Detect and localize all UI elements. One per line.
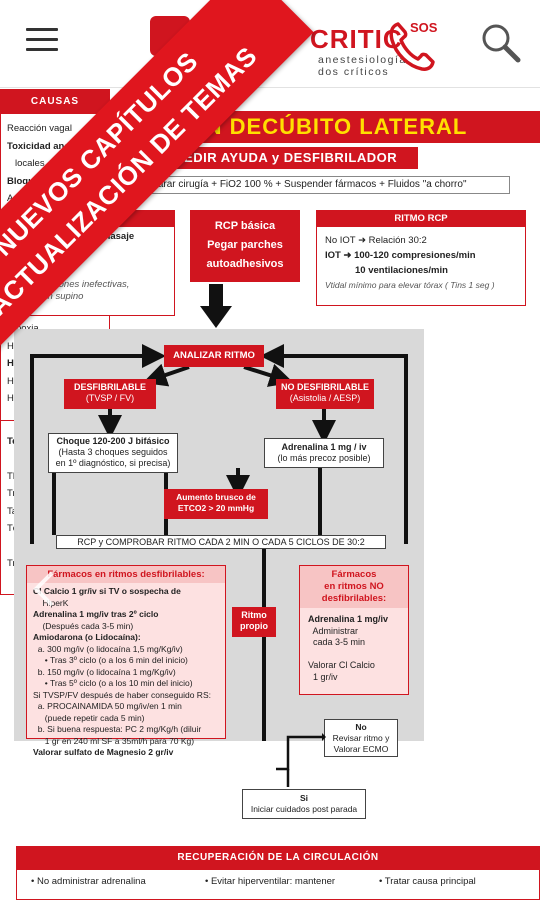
own-rhythm-label: Ritmo: [241, 610, 267, 620]
adrenaline-sublabel: (lo más precoz posible): [277, 453, 371, 463]
etco2-label: Aumento brusco de: [176, 492, 256, 502]
no-sublabel: Valorar ECMO: [333, 744, 389, 754]
list-item: Si TVSP/FV después de haber conseguido R…: [33, 689, 211, 700]
yes-sublabel: Iniciar cuidados post parada: [250, 804, 358, 814]
cpr-rhythm-heading: RITMO RCP: [317, 211, 525, 227]
non-shockable-label: NO DESFIBRILABLE: [280, 382, 369, 392]
shockable-label: DESFIBRILABLE: [74, 382, 146, 392]
cpr-line: Pegar parches: [207, 239, 283, 251]
app-logo: CRITIC anestesiología dos críticos: [150, 10, 405, 78]
rhythm-line: 10 ventilaciones/min: [355, 265, 448, 276]
recovery-item: • No administrar adrenalina: [31, 876, 146, 887]
flowchart-connectors: [30, 344, 408, 741]
list-item: [308, 649, 400, 661]
list-item: Adrenalina 1 mg/iv tras 2º ciclo: [33, 609, 159, 619]
analyze-rhythm-node: ANALIZAR RITMO: [164, 345, 264, 367]
shock-sublabel: (Hasta 3 choques seguidos: [58, 447, 168, 457]
list-item: b. 150 mg/iv (o lidocaína 1 mg/Kg/iv): [33, 666, 176, 677]
ask-help-banner: PEDIR AYUDA y DESFIBRILADOR: [154, 147, 418, 169]
down-arrow-icon: [200, 284, 232, 328]
nsd-heading-line: desfibrilables:: [321, 593, 387, 604]
cpr-line: RCP básica: [214, 220, 276, 232]
search-icon[interactable]: [478, 20, 522, 64]
list-item: Valorar Cl Calcio: [308, 660, 375, 670]
list-item: • Tras 3º ciclo (o a los 6 min del inici…: [33, 655, 188, 665]
shock-node: Choque 120-200 J bifásico (Hasta 3 choqu…: [48, 433, 178, 473]
hamburger-menu-icon[interactable]: [26, 28, 58, 54]
logo-subtitle: anestesiología dos críticos: [318, 54, 407, 78]
quality-note: Si compresiones inefectivas,: [9, 279, 130, 290]
adrenaline-label: Adrenalina 1 mg / iv: [281, 442, 367, 452]
list-item: Amiodarona (o Lidocaína):: [33, 632, 141, 642]
no-label: No: [355, 722, 367, 732]
logo-subtitle-line-2: dos críticos: [318, 66, 390, 78]
check-rhythm-node: RCP y COMPROBAR RITMO CADA 2 MIN O CADA …: [56, 535, 386, 549]
list-item: Toxicidad anestésico: [7, 140, 103, 152]
shockable-sublabel: (TVSP / FV): [85, 393, 135, 403]
non-shockable-drugs-box: Fármacos en ritmos NO desfibrilables: Ad…: [299, 565, 409, 695]
cpr-rhythm-box: RITMO RCP No IOT ➜ Relación 30:2 IOT ➜ 1…: [316, 210, 526, 306]
recovery-box: • No administrar adrenalina • Evitar hip…: [16, 870, 540, 900]
list-item: Valorar sulfato de Magnesio 2 gr/iv: [33, 747, 174, 757]
recovery-heading: RECUPERACIÓN DE LA CIRCULACIÓN: [16, 846, 540, 870]
non-shockable-drugs-list: Adrenalina 1 mg/iv Administrar cada 3-5 …: [300, 608, 408, 689]
no-sublabel: Revisar ritmo y: [332, 733, 390, 743]
list-item: a. PROCAINAMIDA 50 mg/iv/en 1 min: [33, 701, 182, 711]
non-shockable-drugs-heading: Fármacos en ritmos NO desfibrilables:: [300, 566, 408, 608]
recovery-item: • Evitar hiperventilar: mantener: [205, 876, 336, 887]
yes-branch-node: Si Iniciar cuidados post parada: [242, 789, 366, 819]
nsd-heading-line: Fármacos: [331, 569, 377, 580]
list-item: Reacción vagal: [7, 123, 72, 134]
yes-label: Si: [299, 793, 309, 803]
list-item: a. 300 mg/iv (o lidocaína 1,5 mg/Kg/iv): [33, 643, 183, 654]
adrenaline-node: Adrenalina 1 mg / iv (lo más precoz posi…: [264, 438, 384, 468]
algorithm-flowchart: ANALIZAR RITMO DESFIBRILABLE (TVSP / FV)…: [14, 329, 424, 757]
list-item: cada 3-5 min: [308, 637, 366, 647]
no-branch-node: No Revisar ritmo y Valorar ECMO: [324, 719, 398, 757]
cpr-line: autoadhesivos: [206, 258, 284, 270]
non-shockable-node: NO DESFIBRILABLE (Asistolia / AESP): [276, 379, 374, 409]
causes-heading: CAUSAS: [1, 90, 109, 114]
list-item: Adrenalina 1 mg/iv: [308, 614, 389, 624]
list-item: b. Si buena respuesta: PC 2 mg/Kg/h (dil…: [33, 724, 202, 734]
list-item: (puede repetir cada 5 min): [33, 712, 145, 723]
logo-subtitle-line-1: anestesiología: [318, 54, 407, 66]
list-item: (Después cada 3-5 min): [33, 620, 134, 631]
list-item: Cl Calcio 1 gr/iv si TV o sospecha de: [33, 586, 181, 596]
shock-sublabel: en 1º diagnóstico, si precisa): [55, 458, 171, 468]
list-item: • Tras 5º ciclo (o a los 10 min del inic…: [33, 678, 193, 688]
rhythm-line: No IOT ➜ Relación 30:2: [325, 235, 427, 246]
list-item: 1 gr/iv: [308, 671, 338, 682]
sos-label: SOS: [410, 20, 438, 35]
shock-label: Choque 120-200 J bifásico: [56, 436, 170, 446]
protocol-document[interactable]: EN DECÚBITO LATERAL PEDIR AYUDA y DESFIB…: [0, 89, 540, 900]
shockable-drugs-heading: Fármacos en ritmos desfibrilables:: [27, 566, 225, 583]
recovery-item: • Tratar causa principal: [379, 876, 476, 887]
shockable-drugs-box: Fármacos en ritmos desfibrilables: Cl Ca…: [26, 565, 226, 757]
shockable-drugs-list: Cl Calcio 1 gr/iv si TV o sospecha de Hi…: [27, 583, 225, 762]
shockable-node: DESFIBRILABLE (TVSP / FV): [64, 379, 156, 409]
own-rhythm-label: propio: [240, 621, 268, 631]
list-item: Administrar: [308, 625, 359, 636]
list-item: locales: [15, 158, 45, 169]
previous-page-chevron-icon[interactable]: [30, 569, 60, 609]
logo-title: CRITIC: [310, 24, 403, 54]
etco2-label: ETCO2 > 20 mmHg: [177, 503, 255, 513]
basic-cpr-box: RCP básica Pegar parches autoadhesivos: [190, 210, 300, 282]
sos-phone-icon: SOS: [389, 20, 438, 71]
sos-phone-button[interactable]: SOS: [388, 12, 444, 72]
list-item: 1 gr en 240 ml SF a 35ml/h para 70 Kg): [33, 735, 195, 746]
non-shockable-sublabel: (Asistolia / AESP): [289, 393, 361, 403]
own-rhythm-node: Ritmo propio: [232, 607, 276, 637]
etco2-rise-node: Aumento brusco de ETCO2 > 20 mmHg: [164, 489, 268, 519]
initial-steps: ar PCR + Parar cirugía + FiO2 100 % + Su…: [90, 176, 510, 194]
nsd-heading-line: en ritmos NO: [324, 581, 384, 592]
rhythm-note: Vtidal mínimo para elevar tórax ( Tins 1…: [325, 280, 495, 290]
list-item: Hipoxia: [7, 320, 103, 338]
list-item: HiperK: [33, 597, 69, 608]
branch-arrows: [276, 733, 326, 787]
rhythm-line: IOT ➜ 100-120 compresiones/min: [325, 250, 476, 261]
